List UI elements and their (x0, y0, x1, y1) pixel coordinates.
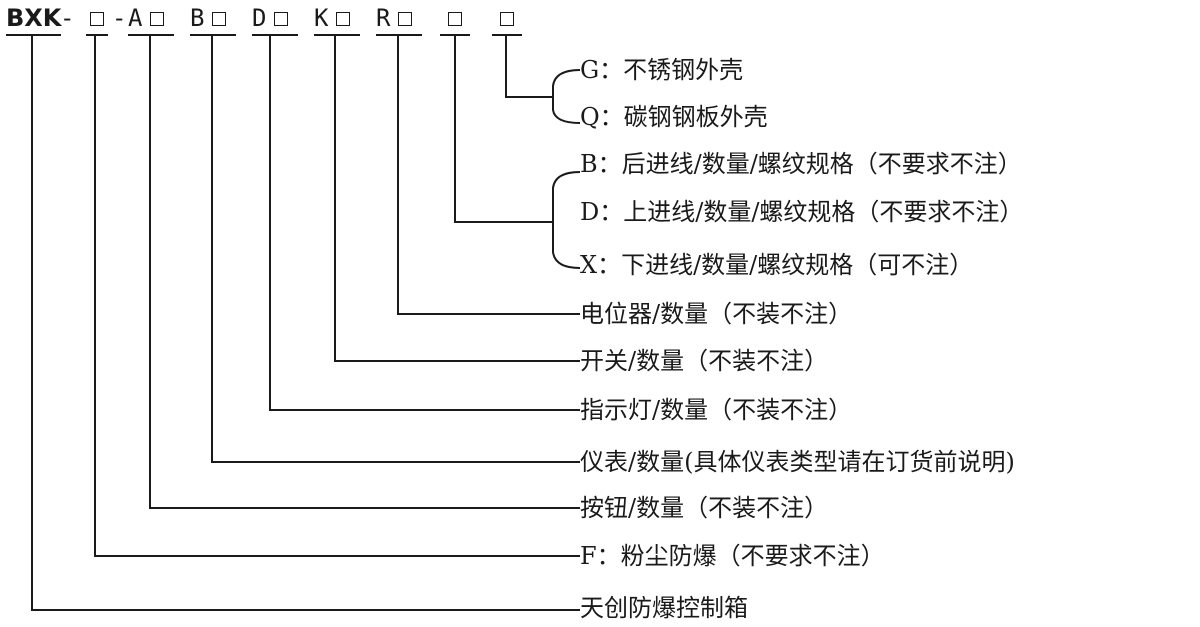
code-segment-b: B (190, 2, 236, 36)
code-segment-k: K (314, 2, 360, 36)
placeholder-box (398, 12, 412, 26)
label-switch: 开关/数量（不装不注） (580, 347, 829, 375)
label-product-name: 天创防爆控制箱 (580, 594, 748, 622)
label-rear-entry: B：后进线/数量/螺纹规格（不要求不注） (580, 150, 1022, 178)
leader-button (149, 36, 580, 509)
label-indicator: 指示灯/数量（不装不注） (580, 396, 853, 424)
leader-meter (211, 36, 580, 463)
placeholder-box (90, 12, 104, 26)
code-letter: D (252, 4, 267, 32)
label-potentiometer: 电位器/数量（不装不注） (580, 300, 853, 328)
label-stainless-enclosure: G：不锈钢外壳 (580, 56, 744, 84)
leader-indicator (269, 36, 580, 411)
placeholder-box (212, 12, 226, 26)
code-prefix: BXK (6, 2, 62, 36)
placeholder-box (274, 12, 288, 26)
leader-dust (94, 36, 580, 557)
leader-cable-entry (454, 36, 553, 223)
leader-product (31, 36, 580, 611)
code-letter: B (190, 4, 205, 32)
placeholder-box (448, 12, 462, 26)
label-bottom-entry: X：下进线/数量/螺纹规格（可不注） (580, 251, 974, 279)
code-dash-1: - (60, 4, 75, 32)
code-letter: R (376, 4, 391, 32)
bracket-enclosure (552, 69, 581, 124)
leader-potentiometer (397, 36, 580, 315)
bracket-cable-entry (552, 171, 581, 269)
label-meter: 仪表/数量(具体仪表类型请在订货前说明) (580, 448, 1015, 476)
code-box-dust (86, 2, 108, 36)
label-dust-explosion-proof: F：粉尘防爆（不要求不注） (580, 542, 885, 570)
label-top-entry: D：上进线/数量/螺纹规格（不要求不注） (580, 198, 1024, 226)
code-dash-2: - (112, 4, 127, 32)
code-segment-r: R (376, 2, 422, 36)
code-letter: A (128, 4, 143, 32)
code-box-enclosure (492, 2, 522, 36)
code-letter: K (314, 4, 329, 32)
placeholder-box (336, 12, 350, 26)
code-segment-d: D (252, 2, 298, 36)
label-button: 按钮/数量（不装不注） (580, 494, 829, 522)
placeholder-box (500, 12, 514, 26)
label-carbon-steel-enclosure: Q：碳钢钢板外壳 (580, 103, 768, 131)
leader-enclosure (505, 36, 553, 98)
placeholder-box (150, 12, 164, 26)
leader-switch (334, 36, 580, 362)
code-segment-a: A (128, 2, 174, 36)
code-box-cable-entry (440, 2, 470, 36)
